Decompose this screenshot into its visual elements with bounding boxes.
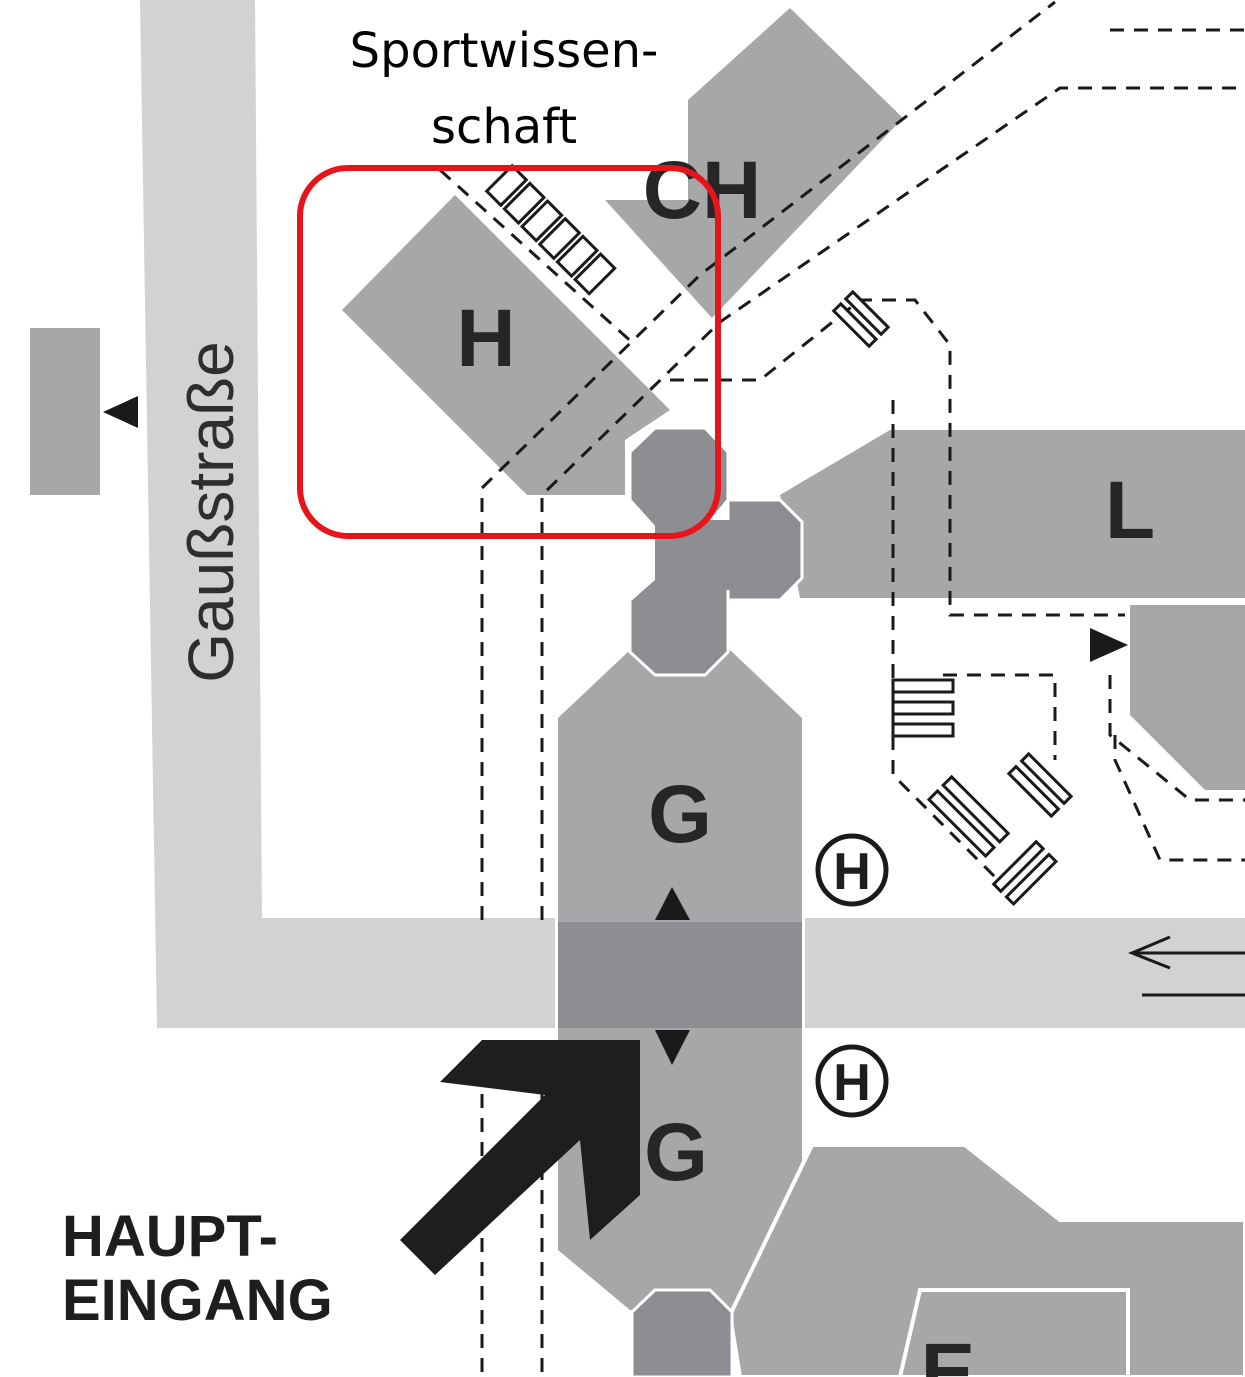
gaussstrasse-road	[30, 0, 100, 495]
main-entrance-arrow-icon	[400, 1040, 640, 1275]
entrance-arrow-down-icon	[655, 1030, 690, 1065]
connector-east	[726, 498, 804, 602]
entrance-markers	[103, 396, 1245, 1275]
stairs-h	[484, 163, 617, 296]
stairs-l-south	[926, 774, 1011, 859]
building-e-label: E	[921, 1327, 976, 1377]
building-e-inner	[897, 1288, 1130, 1377]
street-label-gaussstrasse: Gaußstraße	[175, 341, 247, 682]
gaussstrasse-street	[140, 0, 555, 1028]
annotation-line1: Sportwissen-	[350, 23, 659, 79]
annotation-line2: schaft	[431, 99, 577, 155]
bus-stop-south: H	[815, 1044, 889, 1118]
stairs-ch	[831, 289, 891, 349]
building-ch	[605, 8, 903, 318]
entrance-arrow-east-icon	[1090, 628, 1128, 662]
entrance-arrow-up-icon	[655, 887, 690, 920]
building-g-lower-label: G	[644, 1107, 708, 1198]
building-ch-label: CH	[643, 145, 761, 236]
buildings	[342, 8, 1245, 1377]
building-h	[342, 195, 670, 495]
one-way-arrow-icon	[1128, 935, 1245, 997]
annotation-background	[330, 10, 688, 160]
bus-stop-north: H	[815, 833, 889, 907]
stairs-l-southeast	[1006, 751, 1074, 819]
building-g-upper-label: G	[648, 769, 712, 860]
bus-stop-label: H	[833, 843, 871, 901]
cross-street-east	[805, 918, 1245, 1028]
main-entrance-label-line1: HAUPT-	[62, 1204, 278, 1269]
bus-stop-circle-icon	[815, 833, 889, 907]
connector-bottom	[630, 1288, 734, 1377]
stairs-l-southeast-2	[991, 839, 1059, 907]
building-h-label: H	[456, 293, 515, 384]
connector-south	[628, 576, 730, 677]
streets	[30, 0, 1245, 1028]
building-l	[780, 430, 1245, 598]
stairs-l-west	[891, 678, 955, 738]
entrance-arrow-west-icon	[103, 396, 138, 428]
bus-stop-circle-icon	[815, 1044, 889, 1118]
building-g-bridge	[558, 922, 802, 1028]
building-l-label: L	[1105, 465, 1155, 556]
main-entrance-label-line2: EINGANG	[62, 1268, 333, 1333]
highlight-box	[297, 165, 721, 539]
building-east-lower	[1130, 605, 1245, 790]
bus-stop-label: H	[833, 1054, 871, 1112]
